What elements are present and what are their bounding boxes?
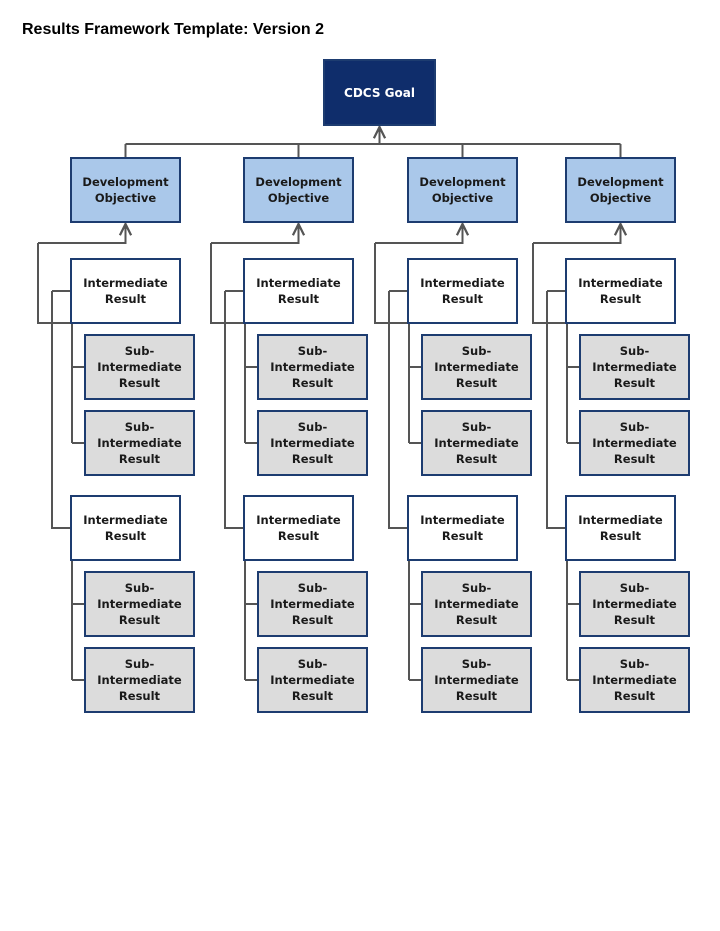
sub-intermediate-result-label: Sub- Intermediate Result — [270, 420, 355, 466]
sub-intermediate-result-box: Sub- Intermediate Result — [257, 571, 368, 637]
sub-intermediate-result-box: Sub- Intermediate Result — [421, 410, 532, 476]
intermediate-result-label: Intermediate Result — [83, 513, 168, 543]
intermediate-result-box: Intermediate Result — [565, 258, 676, 324]
sub-intermediate-result-box: Sub- Intermediate Result — [84, 334, 195, 400]
development-objective-label: Development Objective — [577, 175, 664, 205]
intermediate-result-box: Intermediate Result — [407, 495, 518, 561]
sub-intermediate-result-label: Sub- Intermediate Result — [592, 420, 677, 466]
sub-intermediate-result-box: Sub- Intermediate Result — [257, 334, 368, 400]
intermediate-result-box: Intermediate Result — [565, 495, 676, 561]
sub-intermediate-result-label: Sub- Intermediate Result — [434, 581, 519, 627]
sub-intermediate-result-label: Sub- Intermediate Result — [97, 581, 182, 627]
intermediate-result-box: Intermediate Result — [70, 495, 181, 561]
development-objective-box: Development Objective — [70, 157, 181, 223]
sub-intermediate-result-label: Sub- Intermediate Result — [97, 344, 182, 390]
sub-intermediate-result-box: Sub- Intermediate Result — [257, 647, 368, 713]
intermediate-result-box: Intermediate Result — [407, 258, 518, 324]
development-objective-label: Development Objective — [82, 175, 169, 205]
intermediate-result-label: Intermediate Result — [420, 513, 505, 543]
sub-intermediate-result-label: Sub- Intermediate Result — [434, 657, 519, 703]
sub-intermediate-result-label: Sub- Intermediate Result — [270, 344, 355, 390]
intermediate-result-box: Intermediate Result — [243, 495, 354, 561]
intermediate-result-label: Intermediate Result — [83, 276, 168, 306]
sub-intermediate-result-box: Sub- Intermediate Result — [84, 647, 195, 713]
development-objective-label: Development Objective — [255, 175, 342, 205]
sub-intermediate-result-box: Sub- Intermediate Result — [421, 571, 532, 637]
sub-intermediate-result-box: Sub- Intermediate Result — [84, 410, 195, 476]
development-objective-label: Development Objective — [419, 175, 506, 205]
development-objective-box: Development Objective — [243, 157, 354, 223]
sub-intermediate-result-label: Sub- Intermediate Result — [270, 581, 355, 627]
development-objective-box: Development Objective — [407, 157, 518, 223]
sub-intermediate-result-box: Sub- Intermediate Result — [579, 410, 690, 476]
sub-intermediate-result-box: Sub- Intermediate Result — [257, 410, 368, 476]
sub-intermediate-result-box: Sub- Intermediate Result — [421, 334, 532, 400]
sub-intermediate-result-box: Sub- Intermediate Result — [579, 571, 690, 637]
intermediate-result-label: Intermediate Result — [256, 276, 341, 306]
goal-label: CDCS Goal — [344, 85, 415, 100]
sub-intermediate-result-box: Sub- Intermediate Result — [579, 647, 690, 713]
sub-intermediate-result-label: Sub- Intermediate Result — [434, 420, 519, 466]
sub-intermediate-result-box: Sub- Intermediate Result — [421, 647, 532, 713]
intermediate-result-label: Intermediate Result — [420, 276, 505, 306]
sub-intermediate-result-label: Sub- Intermediate Result — [270, 657, 355, 703]
sub-intermediate-result-label: Sub- Intermediate Result — [592, 581, 677, 627]
intermediate-result-box: Intermediate Result — [243, 258, 354, 324]
sub-intermediate-result-label: Sub- Intermediate Result — [97, 657, 182, 703]
development-objective-box: Development Objective — [565, 157, 676, 223]
intermediate-result-label: Intermediate Result — [256, 513, 341, 543]
page-title: Results Framework Template: Version 2 — [22, 21, 325, 38]
sub-intermediate-result-box: Sub- Intermediate Result — [579, 334, 690, 400]
intermediate-result-box: Intermediate Result — [70, 258, 181, 324]
sub-intermediate-result-box: Sub- Intermediate Result — [84, 571, 195, 637]
sub-intermediate-result-label: Sub- Intermediate Result — [592, 344, 677, 390]
sub-intermediate-result-label: Sub- Intermediate Result — [434, 344, 519, 390]
sub-intermediate-result-label: Sub- Intermediate Result — [592, 657, 677, 703]
sub-intermediate-result-label: Sub- Intermediate Result — [97, 420, 182, 466]
goal-box: CDCS Goal — [323, 59, 436, 126]
intermediate-result-label: Intermediate Result — [578, 276, 663, 306]
intermediate-result-label: Intermediate Result — [578, 513, 663, 543]
